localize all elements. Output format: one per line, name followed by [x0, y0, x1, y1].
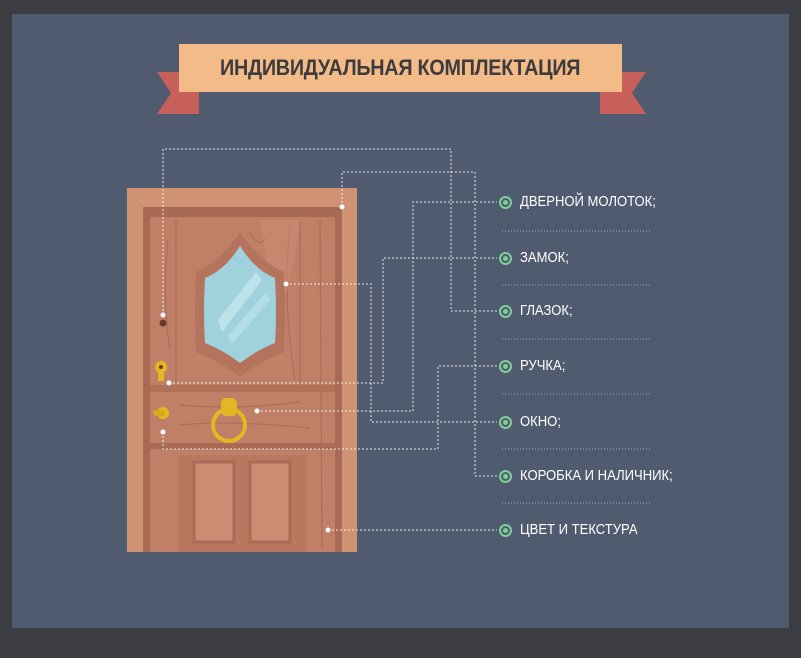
bullet-icon [499, 359, 512, 373]
feature-label: ЗАМОК; [520, 250, 569, 266]
feature-label: ГЛАЗОК; [520, 303, 573, 319]
page-title: ИНДИВИДУАЛЬНАЯ КОМПЛЕКТАЦИЯ [220, 55, 581, 80]
feature-item-door-knocker: ДВЕРНОЙ МОЛОТОК; [499, 191, 671, 213]
feature-item-window: ОКНО; [499, 411, 566, 433]
feature-label: ЦВЕТ И ТЕКСТУРА [520, 522, 638, 538]
door-panel-right [248, 460, 292, 544]
bullet-icon [499, 523, 512, 537]
bullet-icon [499, 469, 512, 483]
door-knocker-icon [211, 398, 247, 443]
feature-item-texture: ЦВЕТ И ТЕКСТУРА [499, 519, 651, 541]
feature-item-frame: КОРОБКА И НАЛИЧНИК; [499, 465, 690, 487]
title-banner: ИНДИВИДУАЛЬНАЯ КОМПЛЕКТАЦИЯ [179, 44, 622, 92]
handle-icon [153, 407, 169, 419]
door-panel-left [192, 460, 236, 544]
feature-label: ДВЕРНОЙ МОЛОТОК; [520, 194, 656, 210]
bullet-icon [499, 415, 512, 429]
label-separators [502, 230, 651, 504]
feature-item-lock: ЗАМОК; [499, 247, 574, 269]
door-rail [150, 385, 335, 392]
bullet-icon [499, 304, 512, 318]
feature-item-handle: РУЧКА; [499, 355, 570, 377]
keyhole-icon [155, 361, 167, 381]
connector-dots [160, 204, 345, 533]
feature-label: ОКНО; [520, 414, 561, 430]
bullet-icon [499, 195, 512, 209]
feature-label: КОРОБКА И НАЛИЧНИК; [520, 468, 673, 484]
feature-item-peephole: ГЛАЗОК; [499, 300, 578, 322]
peephole-icon [159, 319, 167, 327]
feature-label: РУЧКА; [520, 358, 566, 374]
bullet-icon [499, 251, 512, 265]
connector-lines [162, 148, 497, 531]
